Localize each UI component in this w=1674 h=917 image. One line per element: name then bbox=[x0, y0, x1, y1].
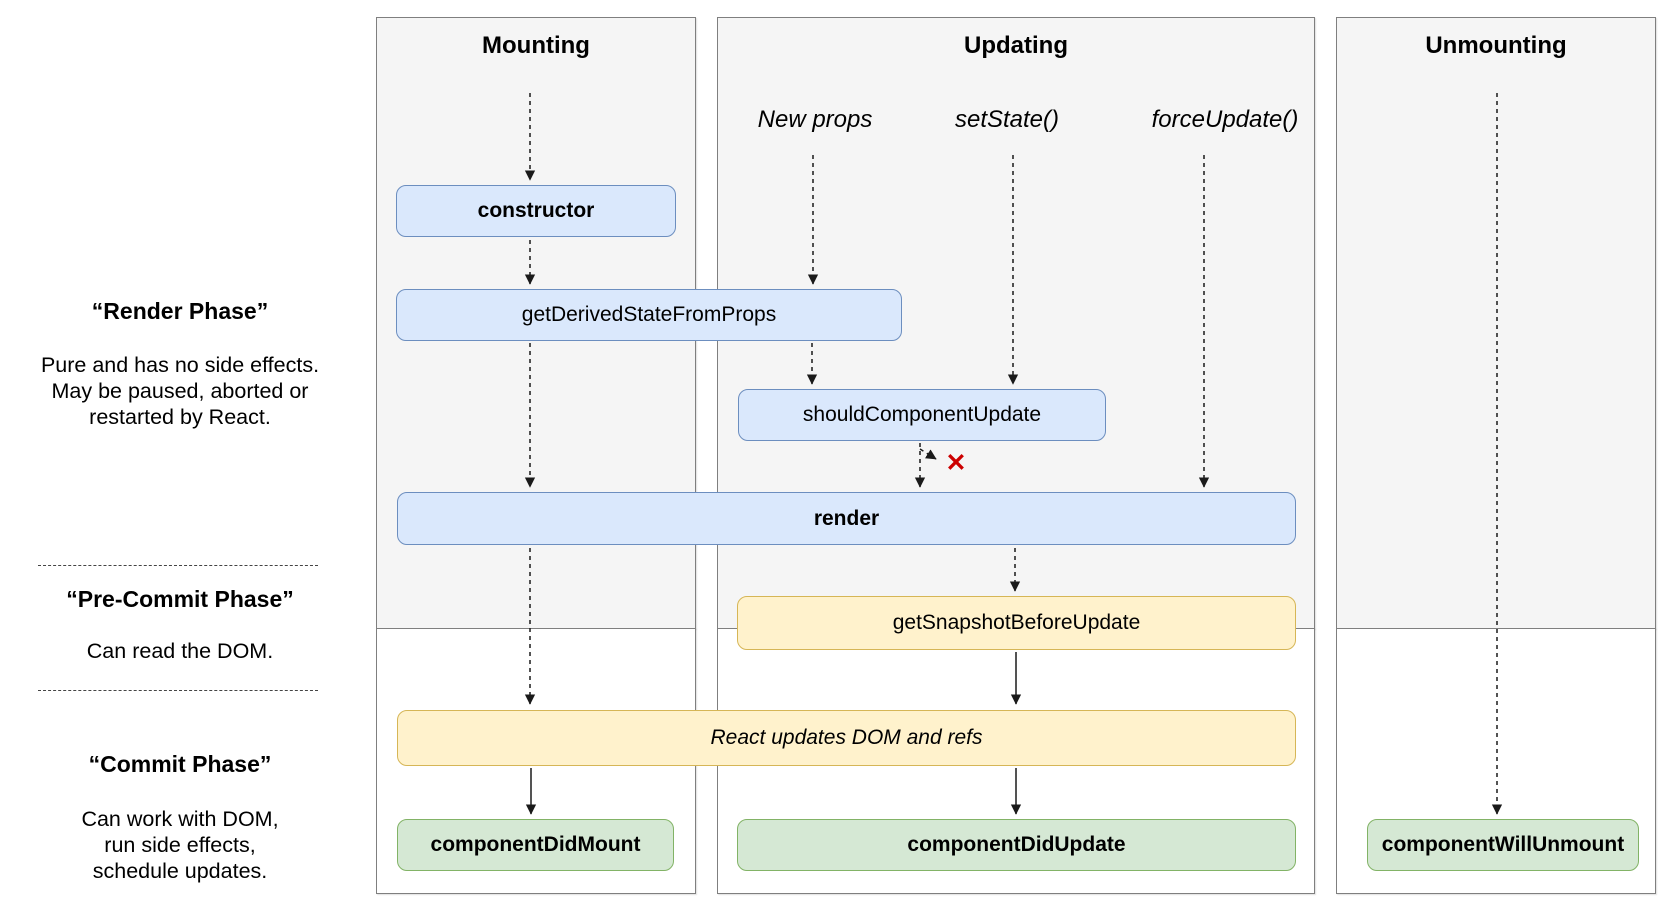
render-phase-description: Pure and has no side effects. May be pau… bbox=[40, 353, 320, 429]
node-should-component-update: shouldComponentUpdate bbox=[738, 389, 1106, 441]
node-component-will-unmount: componentWillUnmount bbox=[1367, 819, 1639, 871]
commit-phase-title: “Commit Phase” bbox=[88, 751, 272, 777]
trigger-new-props: New props bbox=[757, 106, 873, 133]
trigger-force-update: forceUpdate() bbox=[1151, 106, 1299, 133]
node-get-derived-state: getDerivedStateFromProps bbox=[396, 289, 902, 341]
node-react-updates-dom: React updates DOM and refs bbox=[397, 710, 1296, 766]
pre-commit-phase-title: “Pre-Commit Phase” bbox=[66, 586, 294, 612]
pre-commit-phase-description: Can read the DOM. bbox=[86, 639, 274, 663]
node-render: render bbox=[397, 492, 1296, 545]
commit-phase-description: Can work with DOM, run side effects, sch… bbox=[81, 807, 279, 883]
trigger-set-state: setState() bbox=[954, 106, 1060, 133]
node-constructor: constructor bbox=[396, 185, 676, 237]
phase-divider-top bbox=[38, 565, 318, 566]
reject-x-icon: ✕ bbox=[945, 449, 967, 477]
column-title-updating: Updating bbox=[964, 32, 1068, 59]
render-phase-title: “Render Phase” bbox=[91, 298, 269, 324]
column-title-unmounting: Unmounting bbox=[1425, 32, 1567, 59]
column-title-mounting: Mounting bbox=[482, 32, 590, 59]
node-component-did-update: componentDidUpdate bbox=[737, 819, 1296, 871]
node-component-did-mount: componentDidMount bbox=[397, 819, 674, 871]
node-get-snapshot: getSnapshotBeforeUpdate bbox=[737, 596, 1296, 650]
unmounting-render-phase-region bbox=[1336, 17, 1656, 629]
phase-divider-bottom bbox=[38, 690, 318, 691]
